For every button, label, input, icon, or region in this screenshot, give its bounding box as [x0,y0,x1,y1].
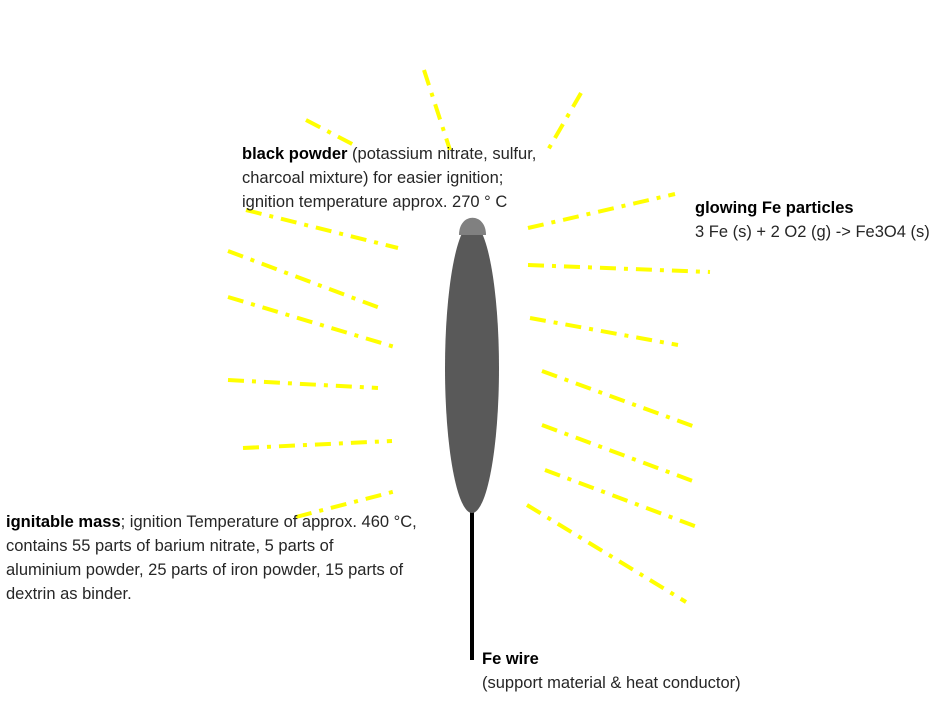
black-powder-label: black powder (potassium nitrate, sulfur,… [242,142,536,214]
black-powder-line2: charcoal mixture) for easier ignition; [242,169,504,187]
ignitable-mass-line4: dextrin as binder. [6,585,132,603]
spark-line [242,439,393,450]
spark-lines [227,69,711,604]
black-powder-tip [459,217,486,235]
spark-line [529,316,679,347]
ignitable-mass-label: ignitable mass; ignition Temperature of … [6,510,417,606]
spark-line [227,295,399,350]
spark-line [227,378,379,390]
spark-line [527,192,676,230]
black-powder-line1: (potassium nitrate, sulfur, [347,145,537,163]
fe-wire-subtitle: (support material & heat conductor) [482,674,741,692]
spark-line [527,263,711,274]
ignitable-mass-line2: contains 55 parts of barium nitrate, 5 p… [6,537,334,555]
spark-line [544,468,701,530]
spark-line [305,118,357,148]
ignitable-mass-line1: ; ignition Temperature of approx. 460 °C… [120,513,417,531]
ignitable-mass-line3: aluminium powder, 25 parts of iron powde… [6,561,404,579]
spark-line [422,69,452,151]
spark-line [546,91,583,152]
ignitable-mass-body [445,223,499,513]
spark-line [525,503,688,604]
spark-line [245,208,399,250]
black-powder-title: black powder [242,145,348,163]
fe-wire-label: Fe wire (support material & heat conduct… [482,647,741,695]
fe-particles-equation: 3 Fe (s) + 2 O2 (g) -> Fe3O4 (s) [695,223,930,241]
fe-particles-title: glowing Fe particles [695,199,854,217]
black-powder-line3: ignition temperature approx. 270 ° C [242,193,508,211]
spark-line [227,249,381,310]
fe-particles-label: glowing Fe particles 3 Fe (s) + 2 O2 (g)… [695,196,930,244]
fe-wire-title: Fe wire [482,650,539,668]
ignitable-mass-title: ignitable mass [6,513,121,531]
spark-line [541,423,699,485]
spark-line [541,369,699,430]
